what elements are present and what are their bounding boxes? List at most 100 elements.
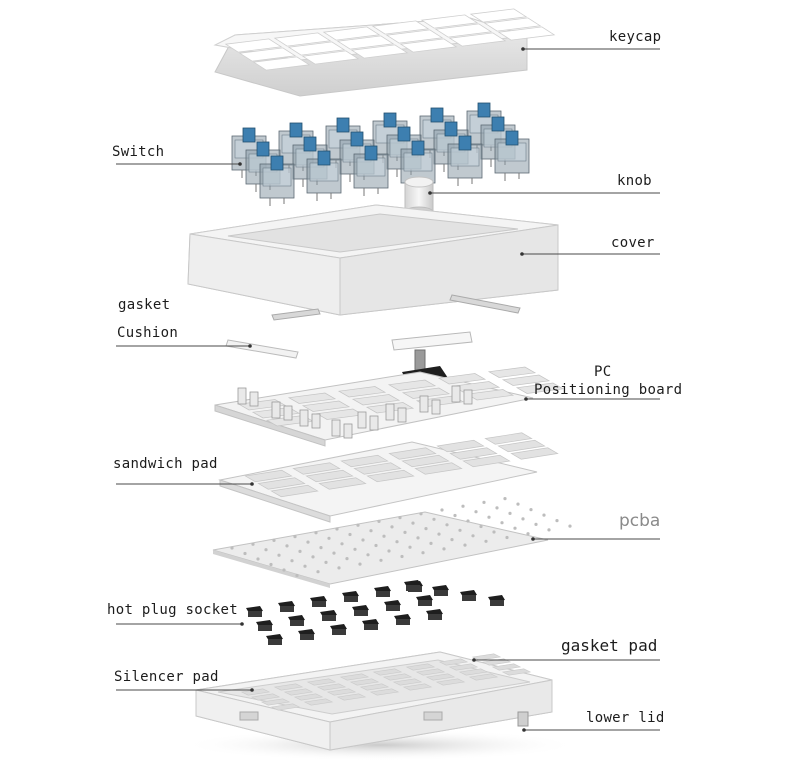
silencer-cell — [402, 683, 433, 691]
silencer-cell — [438, 658, 469, 666]
silencer-cell — [336, 693, 367, 701]
pcb-component — [353, 547, 357, 551]
plate-hole — [287, 392, 337, 404]
plate-hole — [487, 366, 537, 378]
keycap — [399, 38, 458, 53]
pcb-component — [482, 500, 486, 504]
sandwich-pad-part — [218, 432, 559, 523]
pcb-component — [369, 529, 373, 533]
pcb-component — [387, 549, 391, 553]
label-knob: knob — [617, 173, 652, 189]
switch-unit — [494, 130, 530, 181]
silencer-cell — [415, 668, 446, 676]
plate-hole — [515, 382, 565, 394]
pcb-component — [450, 538, 454, 542]
keycap — [483, 17, 542, 32]
pcb-component — [366, 553, 370, 557]
pad-hole — [318, 477, 367, 490]
stabilizer-clip — [311, 413, 321, 429]
silencer-cell — [471, 653, 502, 661]
pcb-component — [230, 546, 234, 550]
stabilizer-clip — [249, 391, 259, 407]
pcb-component — [471, 534, 475, 538]
hot-plug-socket — [246, 606, 263, 617]
plate-hole — [465, 389, 515, 401]
label-sandwich-pad: sandwich pad — [113, 456, 218, 472]
pcb-component — [345, 557, 349, 561]
cover-frame — [187, 204, 559, 316]
label-keycap: keycap — [609, 29, 661, 45]
silencer-cell — [369, 688, 400, 696]
pcb-component — [568, 524, 572, 528]
pcb-component — [526, 532, 530, 536]
hot-plug-socket — [310, 596, 327, 607]
pcb-component — [421, 551, 425, 555]
keycap — [287, 41, 346, 56]
pcb-component — [390, 525, 394, 529]
pcb-component — [295, 573, 299, 578]
stabilizer-clip — [271, 401, 281, 419]
hot-plug-socket — [266, 634, 283, 645]
silencer-cell — [359, 683, 390, 691]
silencer-cell — [339, 673, 370, 681]
keycap — [371, 20, 430, 35]
silencer-cell — [260, 698, 291, 706]
pcb-component — [311, 555, 315, 559]
pcb-component — [505, 535, 509, 540]
pcb-component — [327, 536, 331, 540]
keycap — [238, 47, 297, 62]
gasket-strips — [225, 294, 521, 359]
hot-plug-socket — [432, 585, 449, 596]
pcb-component — [277, 553, 281, 557]
leader-lines — [116, 47, 660, 732]
pcb-component — [251, 542, 255, 546]
pad-hole — [257, 477, 306, 490]
plate-hole — [351, 394, 401, 406]
hot-plug-socket — [278, 601, 295, 612]
keycap — [434, 23, 493, 38]
hot-plug-socket — [362, 619, 379, 630]
silencer-cell — [458, 668, 489, 676]
pcb-component — [361, 538, 365, 542]
hot-plug-socket — [460, 590, 477, 601]
pcb-component — [298, 549, 302, 554]
keycap — [252, 56, 311, 71]
pcb-component — [269, 562, 273, 567]
label-gasket-pad: gasket pad — [561, 636, 657, 655]
pcb-component — [374, 543, 378, 548]
pcb-component — [463, 543, 467, 547]
pcb-component — [500, 521, 504, 525]
pcb-component — [419, 512, 423, 516]
keycap — [420, 14, 479, 29]
pcb-component — [340, 542, 344, 546]
pcb-component — [379, 558, 383, 562]
switch-unit — [306, 150, 342, 201]
plate-hole — [387, 379, 437, 391]
silencer-cell — [405, 663, 436, 671]
stabilizer-clip — [385, 403, 395, 421]
pad-hole — [449, 447, 498, 460]
stabilizer-clip — [431, 399, 441, 415]
hot-plug-socket — [320, 610, 337, 621]
silencer-cell — [303, 698, 334, 706]
keycap — [448, 32, 507, 47]
pcb-component — [348, 532, 352, 537]
plate-hole — [437, 373, 487, 385]
pcb-component — [484, 539, 488, 543]
silencer-cell — [240, 688, 271, 696]
hot-plug-socket — [404, 580, 421, 591]
pad-hole — [510, 447, 559, 460]
pcb-component — [293, 535, 297, 539]
silencer-cell — [270, 703, 301, 711]
stabilizer-clip — [463, 389, 473, 405]
pcb-component — [437, 532, 441, 536]
pad-hole — [244, 469, 293, 483]
pcb-component — [398, 516, 402, 520]
pcb-component — [487, 515, 491, 519]
pcb-component — [458, 528, 462, 532]
pcb-component — [403, 530, 407, 535]
pad-hole — [340, 454, 389, 468]
plate-hole — [337, 386, 387, 398]
keycap — [385, 29, 444, 44]
label-pcba: pcba — [619, 511, 660, 531]
